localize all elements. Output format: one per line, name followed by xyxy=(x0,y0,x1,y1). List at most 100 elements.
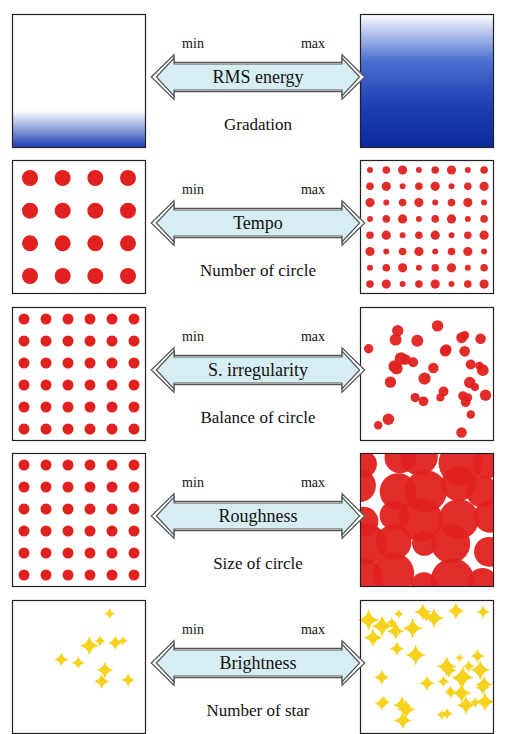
red-circle xyxy=(431,280,440,289)
yellow-star xyxy=(54,652,68,666)
yellow-star xyxy=(405,645,426,666)
red-circle xyxy=(41,424,52,435)
red-circle xyxy=(467,410,476,419)
red-circle xyxy=(464,377,475,388)
yellow-star xyxy=(475,676,492,693)
red-circle xyxy=(85,570,96,581)
red-circle xyxy=(441,344,451,354)
red-circle xyxy=(416,265,422,271)
red-circle xyxy=(85,358,96,369)
arrow-inner xyxy=(156,58,359,96)
red-circle xyxy=(428,363,439,374)
red-circle xyxy=(41,482,52,493)
red-circle xyxy=(129,336,140,347)
red-circle xyxy=(447,214,456,223)
red-circle xyxy=(392,325,403,336)
yellow-star xyxy=(374,669,390,685)
red-circle xyxy=(365,198,374,207)
red-circle xyxy=(19,570,30,581)
red-circle xyxy=(85,314,96,325)
yellow-star xyxy=(419,675,435,691)
red-circle xyxy=(414,247,423,256)
feature-name: Roughness xyxy=(218,506,297,527)
red-circle xyxy=(385,376,396,387)
red-circle xyxy=(107,504,118,515)
red-circle xyxy=(383,249,389,255)
red-circle xyxy=(129,314,140,325)
red-circle xyxy=(383,166,391,174)
mapping-caption: Balance of circle xyxy=(200,409,315,428)
red-circle xyxy=(63,314,74,325)
picture-frame xyxy=(13,15,146,148)
red-circle xyxy=(382,231,391,240)
red-circle xyxy=(374,421,382,429)
min-label: min xyxy=(182,475,204,490)
yellow-star xyxy=(108,635,123,650)
max-label: max xyxy=(301,475,325,490)
picture-frame xyxy=(361,161,494,294)
red-circle xyxy=(107,336,118,347)
red-circle xyxy=(41,358,52,369)
red-circle xyxy=(464,280,472,288)
red-circle xyxy=(41,460,52,471)
red-circle xyxy=(63,336,74,347)
red-circle xyxy=(85,526,96,537)
picture-frame xyxy=(13,161,146,294)
irregularity-min xyxy=(13,308,146,441)
red-circle xyxy=(129,570,140,581)
red-circle xyxy=(419,396,429,406)
red-circle xyxy=(365,247,374,256)
red-circle xyxy=(63,548,74,559)
yellow-star xyxy=(394,712,412,730)
arrow-outer xyxy=(151,201,364,245)
irregularity-max xyxy=(361,308,494,441)
gradation-max xyxy=(360,14,494,148)
red-circle xyxy=(22,170,38,186)
yellow-star xyxy=(121,673,135,687)
red-circle xyxy=(398,214,407,223)
red-circle xyxy=(367,265,373,271)
arrow-inner xyxy=(156,351,359,389)
red-circle xyxy=(360,469,376,503)
red-circle xyxy=(459,346,470,357)
red-circle xyxy=(87,203,103,219)
red-circle xyxy=(460,331,469,340)
red-circle xyxy=(474,537,494,567)
red-circle xyxy=(432,200,438,206)
roughness-min xyxy=(13,454,146,587)
red-circle xyxy=(399,248,407,256)
red-circle xyxy=(473,453,494,478)
red-circle xyxy=(475,333,486,344)
red-circle xyxy=(458,391,467,400)
picture-frame xyxy=(361,454,494,587)
red-circle xyxy=(465,216,471,222)
picture-frame xyxy=(13,308,146,441)
red-circle xyxy=(382,280,391,289)
red-circle xyxy=(480,280,489,289)
max-label: max xyxy=(301,622,325,637)
red-circle xyxy=(55,203,71,219)
red-circle xyxy=(466,359,476,369)
max-label: max xyxy=(301,36,325,51)
red-circle xyxy=(19,380,30,391)
red-circle xyxy=(400,183,406,189)
red-circle xyxy=(431,215,439,223)
red-circle xyxy=(447,165,456,174)
red-circle xyxy=(367,216,373,222)
red-circle xyxy=(107,482,118,493)
feature-name: Tempo xyxy=(233,213,283,234)
red-circle xyxy=(85,504,96,515)
red-circle xyxy=(415,280,423,288)
yellow-star xyxy=(452,666,474,688)
red-circle xyxy=(19,314,30,325)
red-circle xyxy=(464,183,472,191)
red-circle xyxy=(63,460,74,471)
yellow-star xyxy=(437,675,449,687)
picture-frame xyxy=(361,308,494,441)
red-circle xyxy=(55,170,71,186)
red-circle xyxy=(432,249,438,255)
mapping-caption: Gradation xyxy=(224,116,292,135)
red-circle xyxy=(19,402,30,413)
red-circle xyxy=(414,198,423,207)
feature-name: Brightness xyxy=(219,653,296,674)
